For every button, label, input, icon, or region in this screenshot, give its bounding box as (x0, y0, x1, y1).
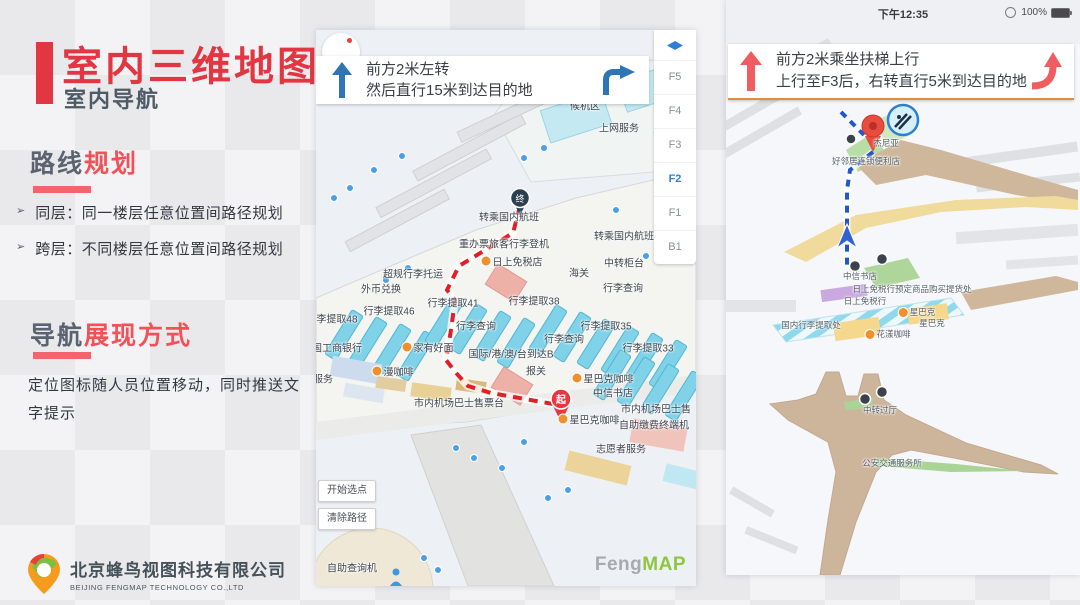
brand-map: MAP (642, 554, 686, 575)
svg-text:起: 起 (555, 393, 567, 406)
brand-feng: Feng (594, 554, 643, 575)
navigation-instruction-banner: 前方2米左转 然后直行15米到达目的地 (316, 56, 649, 104)
nav-instruction-line2: 然后直行15米到达目的地 (366, 82, 533, 99)
bullet-text: 跨层：不同楼层任意位置间路径规划 (35, 241, 284, 258)
floor-button-B1[interactable]: B1 (654, 230, 696, 264)
section-underline (33, 186, 91, 193)
poi-dark-markers (845, 133, 889, 406)
collapse-button[interactable] (654, 30, 696, 60)
nav-instruction-line1: 前方2米左转 (366, 61, 450, 78)
curve-up-arrow-icon (1031, 52, 1062, 90)
page-subtitle: 室内导航 (64, 87, 161, 112)
bullet-arrow-icon: ➢ (16, 241, 26, 253)
heading-part-dark: 路线 (30, 150, 85, 178)
company-name-en: BEIJING FENGMAP TECHNOLOGY CO.,LTD (70, 583, 245, 592)
start-pin: 起 (550, 388, 572, 422)
bullet-item: ➢ 跨层：不同楼层任意位置间路径规划 (16, 238, 316, 259)
floor-button-F5[interactable]: F5 (654, 60, 696, 94)
collapse-diamond-icon (667, 40, 683, 50)
map-tool-button[interactable]: 清除路径 (318, 508, 376, 530)
page-title: 室内三维地图 (62, 45, 320, 89)
rotation-lock-icon (1005, 7, 1017, 18)
indoor-map-screenshot-left: 终 起 前方2米左转 然后直行15米到达目的地 (316, 30, 696, 586)
heading-part-red: 规划 (84, 150, 139, 178)
route-bullet-list: ➢ 同层：同一楼层任意位置间路径规划 ➢ 跨层：不同楼层任意位置间路径规划 (16, 202, 316, 274)
indoor-map-canvas[interactable]: 终 起 (316, 30, 696, 586)
route-path-red (441, 204, 560, 409)
map-tool-buttons: 开始选点清除路径 (318, 480, 376, 536)
title-accent-bar (36, 42, 53, 104)
section-heading-route: 路线规划 (30, 144, 138, 180)
heading-part-dark: 导航 (30, 322, 85, 350)
map-tool-button[interactable]: 开始选点 (318, 480, 376, 502)
status-bar: 下午12:35 100% (726, 0, 1080, 26)
navigation-instruction-banner: 前方2米乘坐扶梯上行 上行至F3后，右转直行5米到达目的地 (728, 44, 1074, 100)
location-heading-arrow (835, 222, 859, 250)
nav-instruction-line1: 前方2米乘坐扶梯上行 (776, 51, 920, 68)
destination-pin: 终 (509, 187, 531, 216)
turn-right-arrow-icon (603, 65, 635, 95)
straight-up-arrow-icon (740, 51, 762, 91)
company-name-cn: 北京蜂鸟视图科技有限公司 (70, 561, 286, 580)
bullet-arrow-icon: ➢ (16, 205, 26, 217)
escalator-icon (886, 103, 920, 137)
heading-part-red: 展现方式 (84, 322, 193, 350)
person-location-icon (390, 568, 402, 586)
fengmap-logo-icon (28, 554, 60, 594)
battery-percent: 100% (1021, 7, 1047, 18)
floor-button-F2[interactable]: F2 (654, 162, 696, 196)
floor-button-F1[interactable]: F1 (654, 196, 696, 230)
company-footer: 北京蜂鸟视图科技有限公司 BEIJING FENGMAP TECHNOLOGY … (26, 552, 286, 596)
bullet-text: 同层：同一楼层任意位置间路径规划 (35, 205, 284, 222)
straight-arrow-icon (332, 62, 352, 98)
section-paragraph: 定位图标随人员位置移动，同时推送文字提示 (28, 377, 301, 422)
battery-icon (1051, 7, 1072, 18)
indoor-map-screenshot-right: 下午12:35 100% 前方2米乘坐扶梯上行 上行至F3后，右转直行5米到达目… (726, 0, 1080, 575)
floor-button-F3[interactable]: F3 (654, 128, 696, 162)
status-strip (726, 0, 1080, 44)
section-heading-display: 导航展现方式 (30, 316, 192, 352)
destination-pin-right (861, 114, 885, 152)
nav-instruction-line2: 上行至F3后，右转直行5米到达目的地 (776, 73, 1027, 90)
fengmap-brand: FengMAP (595, 554, 686, 576)
bullet-item: ➢ 同层：同一楼层任意位置间路径规划 (16, 202, 316, 223)
clock: 下午12:35 (877, 9, 929, 21)
svg-text:终: 终 (515, 193, 524, 204)
section-underline (33, 352, 91, 359)
floor-button-F4[interactable]: F4 (654, 94, 696, 128)
